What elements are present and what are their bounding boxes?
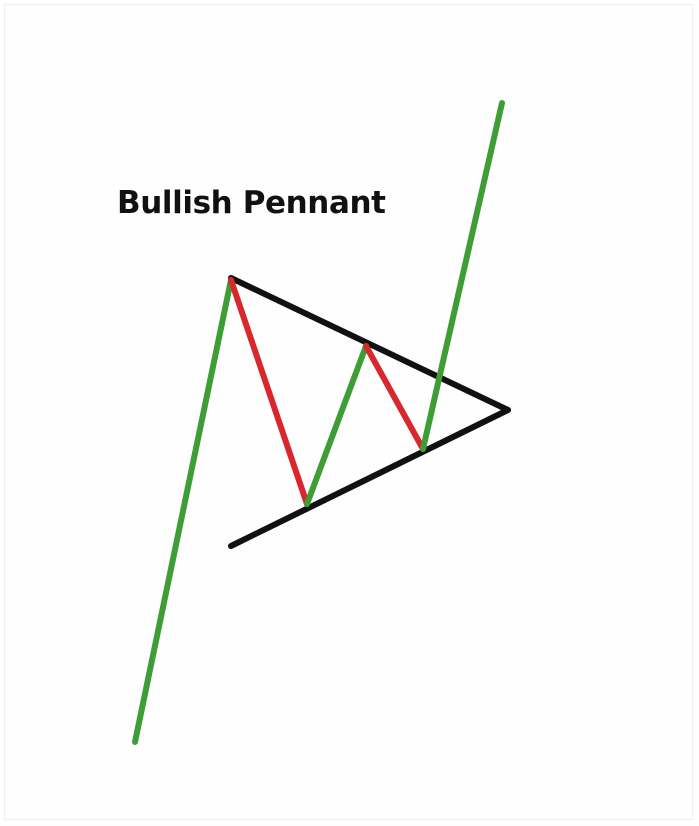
diagram-title: Bullish Pennant: [117, 185, 386, 221]
first-rally-line: [304, 343, 369, 507]
breakout-line: [420, 100, 505, 452]
first-decline-line: [228, 277, 310, 507]
flagpole-line: [132, 277, 234, 745]
lower-trendline: [228, 407, 511, 549]
second-decline-line: [363, 343, 426, 452]
upper-trendline: [228, 275, 511, 413]
